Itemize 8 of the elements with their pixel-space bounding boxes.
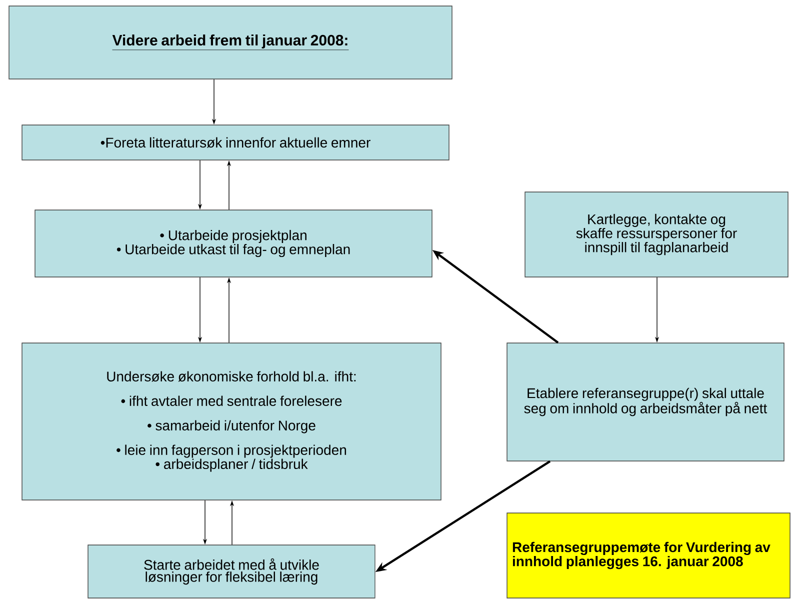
note-box: Referansegruppemøte for Vurdering av innhold planlegges 16. januar 2008 (506, 512, 790, 598)
process-box: Kartlegge, kontakte og skaffe ressurspersoner for innspill til fagplanarbeid (524, 192, 788, 278)
process-box: Starte arbeidet med å utvikle løsninger for fleksibel læring (88, 544, 376, 598)
title-box: Videre arbeid frem til januar 2008: (8, 6, 452, 80)
process-box: Etablere referansegruppe(r) skal uttale seg om innhold og arbeidsmåter på nett (506, 342, 784, 462)
process-box: Undersøke økonomiske forhold bl.a. ifht: • ifht avtaler med sentrale forelesere • samarbeid i/utenfor Norge • leie inn fagperson i prosjektperioden • arbeidsplaner / tidsbruk (22, 342, 442, 500)
process-box: •Foreta litteratursøk innenfor aktuelle emner (22, 124, 450, 160)
process-box: • Utarbeide prosjektplan • Utarbeide utkast til fag- og emneplan (34, 210, 432, 278)
